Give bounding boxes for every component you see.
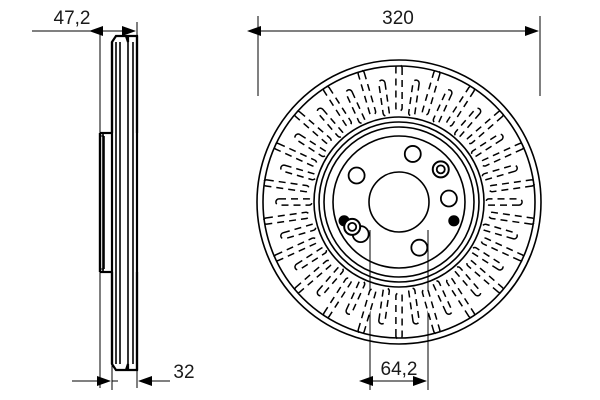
cooling-vane-slot xyxy=(357,69,377,116)
cooling-vane-slot xyxy=(316,266,344,297)
cooling-vane-slot xyxy=(470,133,504,158)
cooling-vane-slot xyxy=(395,64,403,112)
bolt-hole xyxy=(439,189,458,208)
friction-ring-lower-profile xyxy=(110,272,139,372)
cooling-vane-slot xyxy=(445,277,476,319)
cooling-vane-band xyxy=(262,64,536,340)
bolt-hole xyxy=(410,238,429,257)
cooling-vane-slot xyxy=(407,287,420,325)
cooling-vane-slot xyxy=(466,259,505,294)
cooling-vane-slot xyxy=(280,223,317,240)
dimension-label-centre-bore: 64,2 xyxy=(381,359,418,380)
cooling-vane-slot xyxy=(378,79,391,117)
cooling-vane-slot xyxy=(293,259,332,294)
friction-ring-upper-profile xyxy=(110,34,139,133)
cooling-vane-slot xyxy=(454,266,482,297)
cooling-vane-slot xyxy=(322,277,353,319)
locator-ring-inner xyxy=(435,164,446,175)
cooling-vane-slot xyxy=(357,288,377,335)
cooling-vane-slot xyxy=(421,288,441,335)
cooling-vane-slot xyxy=(488,179,536,193)
cooling-vane-slot xyxy=(280,164,317,181)
hub-ring-outer xyxy=(313,116,485,288)
vane-band-outer-circle xyxy=(262,65,536,339)
cooling-vane-slot xyxy=(395,292,403,340)
disc-outer-circle xyxy=(256,59,542,345)
front-face-view xyxy=(247,16,542,390)
cooling-vane-slot xyxy=(275,198,313,206)
cooling-vane-slot xyxy=(407,79,420,117)
cooling-vane-slot xyxy=(480,142,525,167)
cooling-vane-slot xyxy=(316,107,344,138)
cooling-vane-slot xyxy=(432,280,453,315)
locating-pin-hole xyxy=(448,215,460,227)
cooling-vane-slot xyxy=(445,85,476,127)
hub-mounting-face-circle xyxy=(332,135,466,269)
locator-ring-inner xyxy=(347,221,358,232)
hub-ring-inner xyxy=(323,126,475,278)
cooling-vane-slot xyxy=(322,85,353,127)
cooling-vane-slot xyxy=(481,223,518,240)
cooling-vane-slot xyxy=(294,246,328,271)
cooling-vane-slot xyxy=(262,211,310,225)
cooling-vane-slot xyxy=(273,142,318,167)
cooling-vane-slot xyxy=(345,89,366,124)
bolt-hole xyxy=(403,145,422,163)
bolt-hole xyxy=(347,166,366,185)
cooling-vane-slot xyxy=(488,211,536,225)
centre-bore-circle xyxy=(368,171,430,233)
cooling-vane-slot xyxy=(345,280,366,315)
cooling-vane-slot xyxy=(273,237,318,262)
hub-ring-middle xyxy=(318,121,480,283)
cooling-vane-slot xyxy=(470,246,504,271)
dimension-label-overall-thickness: 47,2 xyxy=(54,8,91,29)
cooling-vane-slot xyxy=(481,164,518,181)
cooling-vane-slot xyxy=(294,133,328,158)
cooling-vane-slot xyxy=(293,110,332,145)
dimension-labels: 47,2 32 320 64,2 xyxy=(54,8,418,383)
cooling-vane-slot xyxy=(421,69,441,116)
cooling-vane-slot xyxy=(454,107,482,138)
dimension-label-outer-diameter: 320 xyxy=(382,8,414,29)
cooling-vane-slot xyxy=(485,198,523,206)
cooling-vane-slot xyxy=(432,89,453,124)
cooling-vane-slot xyxy=(466,110,505,145)
hub-hole-pattern xyxy=(338,145,460,257)
cooling-vane-slot xyxy=(480,237,525,262)
cooling-vane-slot xyxy=(262,179,310,193)
side-section-view xyxy=(32,22,170,390)
cooling-vane-slot xyxy=(378,287,391,325)
dimension-label-friction-ring-thickness: 32 xyxy=(173,362,194,383)
